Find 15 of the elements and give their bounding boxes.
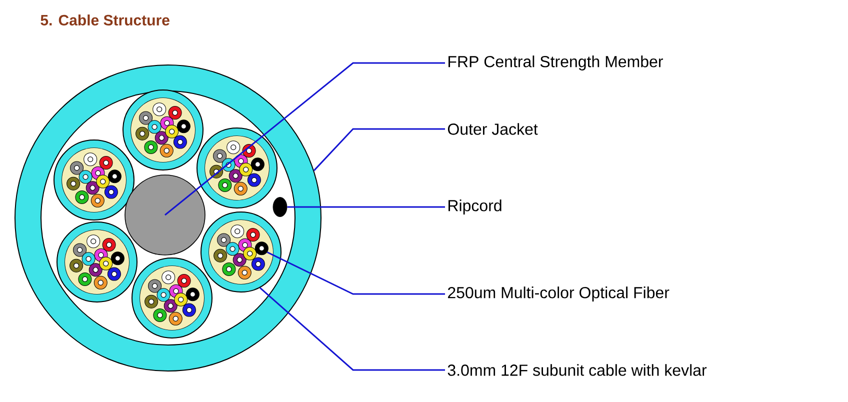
leader-line xyxy=(260,287,445,371)
part-label: FRP Central Strength Member xyxy=(448,56,663,70)
leader-line xyxy=(313,128,445,172)
part-label: 3.0mm 12F subunit cable with kevlar xyxy=(448,364,707,376)
central-strength-member xyxy=(124,174,206,256)
part-label: 250um Multi-color Optical Fiber xyxy=(448,286,670,302)
part-label: Outer Jacket xyxy=(448,123,538,135)
section-title: 5. Cable Structure xyxy=(40,14,170,26)
optical-fiber xyxy=(254,242,268,256)
leader-line xyxy=(287,206,445,208)
ripcord xyxy=(272,197,288,217)
leader-line xyxy=(164,62,445,216)
part-label: Ripcord xyxy=(448,200,502,214)
subunit-cable xyxy=(200,212,282,292)
leader-line xyxy=(266,252,445,295)
